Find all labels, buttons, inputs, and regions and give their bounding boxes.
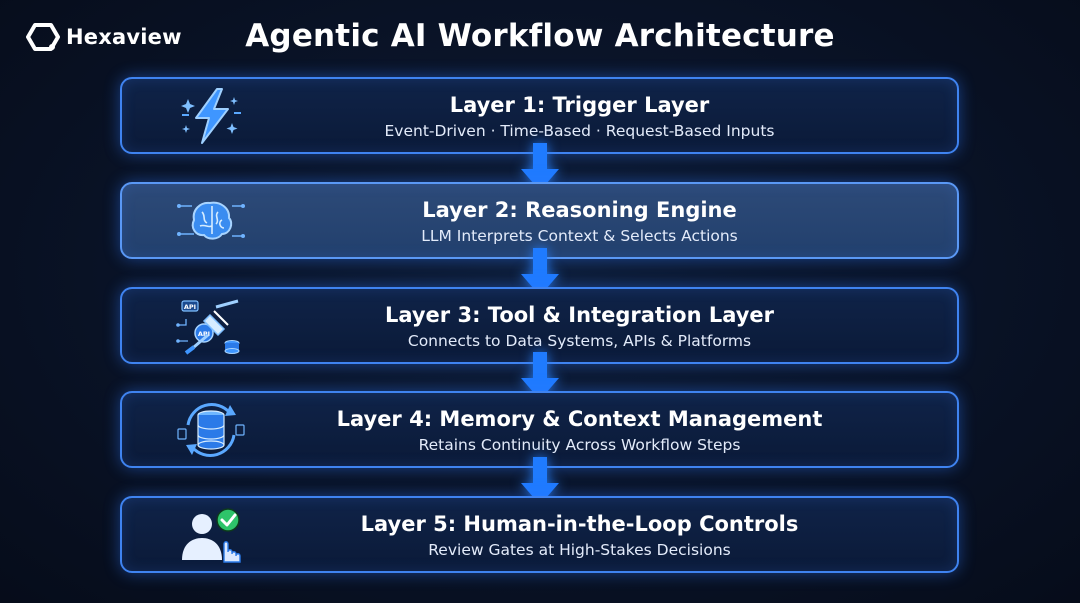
brand-logo: Hexaview [26, 22, 182, 52]
svg-text:API: API [198, 330, 210, 338]
layer-5-subtitle: Review Gates at High-Stakes Decisions [428, 541, 731, 559]
layer-4-text: Layer 4: Memory & Context Management Ret… [262, 405, 897, 457]
down-arrow-4 [521, 457, 559, 505]
layer-5-text: Layer 5: Human-in-the-Loop Controls Revi… [262, 510, 897, 562]
svg-text:API: API [184, 303, 196, 311]
layer-1-subtitle: Event-Driven · Time-Based · Request-Base… [384, 122, 775, 140]
database-sync-icon [172, 399, 250, 461]
layer-4-title: Layer 4: Memory & Context Management [336, 407, 823, 431]
page-title: Agentic AI Workflow Architecture [245, 18, 835, 54]
lightning-bolt-icon [172, 85, 250, 147]
layer-2-text: Layer 2: Reasoning Engine LLM Interprets… [262, 196, 897, 248]
layer-3-title: Layer 3: Tool & Integration Layer [384, 303, 775, 327]
layer-2-panel: Layer 2: Reasoning Engine LLM Interprets… [120, 182, 959, 259]
layer-2-subtitle: LLM Interprets Context & Selects Actions [421, 227, 738, 245]
layer-1-text: Layer 1: Trigger Layer Event-Driven · Ti… [262, 91, 897, 143]
layer-5-title: Layer 5: Human-in-the-Loop Controls [360, 512, 799, 536]
layer-5-panel: Layer 5: Human-in-the-Loop Controls Revi… [120, 496, 959, 573]
api-plug-icon: API API [172, 295, 250, 357]
hexagon-logo-icon [26, 23, 60, 51]
layer-1-title: Layer 1: Trigger Layer [449, 93, 710, 117]
layer-1-panel: Layer 1: Trigger Layer Event-Driven · Ti… [120, 77, 959, 154]
layer-4-subtitle: Retains Continuity Across Workflow Steps [418, 436, 741, 454]
layer-3-subtitle: Connects to Data Systems, APIs & Platfor… [407, 332, 752, 350]
down-arrow-1 [521, 143, 559, 191]
layer-3-panel: API API Layer 3: Tool & Integration Laye… [120, 287, 959, 364]
layer-3-text: Layer 3: Tool & Integration Layer Connec… [262, 301, 897, 353]
brand-name: Hexaview [66, 25, 182, 49]
user-approval-icon [172, 504, 250, 566]
brain-circuit-icon [172, 190, 250, 252]
layer-2-title: Layer 2: Reasoning Engine [422, 198, 737, 222]
down-arrow-3 [521, 352, 559, 400]
down-arrow-2 [521, 248, 559, 296]
